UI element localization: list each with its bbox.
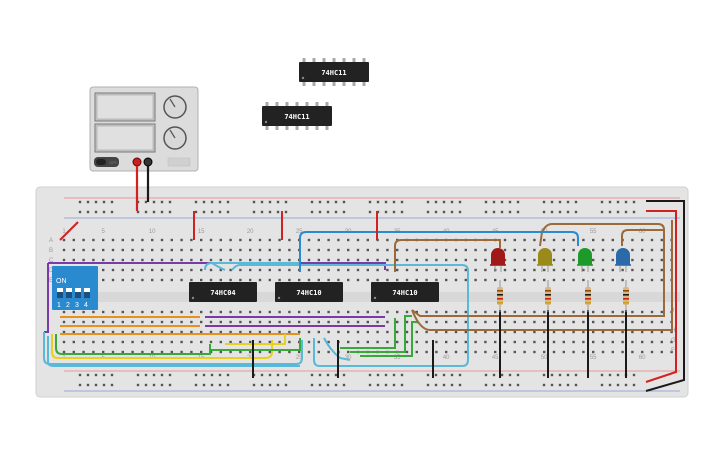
wires-purple bbox=[44, 262, 386, 333]
column-number: 20 bbox=[247, 229, 254, 235]
row-letter-a: A bbox=[49, 238, 53, 244]
wires-rail-jumpers bbox=[59, 200, 685, 392]
column-number: 60 bbox=[639, 355, 646, 361]
column-number: 55 bbox=[590, 355, 597, 361]
power-switch-label: OFF bbox=[109, 160, 118, 165]
chip-74hc04[interactable]: 74HC04 bbox=[189, 282, 257, 302]
power-supply[interactable]: OFF bbox=[89, 86, 199, 172]
dip-toggle-1[interactable] bbox=[57, 288, 63, 298]
resistor-2[interactable] bbox=[545, 280, 551, 312]
wires-brown bbox=[394, 220, 673, 331]
dip-number-2: 2 bbox=[66, 302, 70, 309]
row-letter-c: C bbox=[49, 258, 54, 264]
column-number: 25 bbox=[296, 355, 303, 361]
chip-label: 74HC10 bbox=[296, 289, 321, 297]
column-number: 35 bbox=[394, 355, 401, 361]
dip-toggle-4[interactable] bbox=[84, 288, 90, 298]
column-number: 60 bbox=[639, 229, 646, 235]
wires-blue bbox=[299, 231, 579, 272]
led-4[interactable] bbox=[615, 248, 631, 272]
wires-green bbox=[55, 315, 418, 357]
column-number: 40 bbox=[443, 355, 450, 361]
resistor-1[interactable] bbox=[497, 280, 503, 312]
led-3[interactable] bbox=[577, 248, 593, 272]
column-number: 15 bbox=[198, 229, 205, 235]
column-number: 30 bbox=[345, 355, 352, 361]
dip-switch[interactable]: ON 1 2 3 4 bbox=[52, 266, 98, 310]
row-letter-g: G bbox=[671, 338, 676, 344]
resistor-3[interactable] bbox=[585, 280, 591, 312]
chip-label: 74HC11 bbox=[321, 69, 346, 77]
chip-74hc11-loose-2[interactable]: 74HC11 bbox=[262, 102, 332, 130]
brand-badge bbox=[167, 157, 191, 167]
column-number: 5 bbox=[102, 229, 106, 235]
leds bbox=[490, 248, 631, 272]
breadboard-holes bbox=[62, 200, 673, 387]
chip-label: 74HC11 bbox=[284, 113, 309, 121]
column-number: 55 bbox=[590, 229, 597, 235]
dip-switch-label: ON bbox=[56, 278, 67, 285]
row-letter-e: E bbox=[49, 278, 53, 284]
led-1[interactable] bbox=[490, 248, 506, 272]
column-number: 50 bbox=[541, 355, 548, 361]
column-number: 25 bbox=[296, 229, 303, 235]
negative-terminal[interactable] bbox=[143, 157, 153, 167]
dip-toggle-3[interactable] bbox=[75, 288, 81, 298]
led-2[interactable] bbox=[537, 248, 553, 272]
row-letter-f: F bbox=[671, 348, 675, 354]
wires-cyan bbox=[43, 262, 469, 367]
dip-number-3: 3 bbox=[75, 302, 79, 309]
resistors bbox=[497, 280, 629, 312]
positive-terminal[interactable] bbox=[132, 157, 142, 167]
column-number: 1 bbox=[62, 229, 66, 235]
dip-number-1: 1 bbox=[57, 302, 61, 309]
row-letter-b: B bbox=[49, 248, 53, 254]
wires-orange bbox=[60, 316, 300, 335]
resistor-4[interactable] bbox=[623, 280, 629, 312]
column-number: 10 bbox=[149, 229, 156, 235]
chip-label: 74HC04 bbox=[210, 289, 235, 297]
row-letter-d: D bbox=[49, 268, 54, 274]
dip-toggle-2[interactable] bbox=[66, 288, 72, 298]
wires-yellow bbox=[51, 334, 286, 359]
column-number: 45 bbox=[492, 355, 499, 361]
chip-74hc10-2[interactable]: 74HC10 bbox=[371, 282, 439, 302]
chip-74hc10-1[interactable]: 74HC10 bbox=[275, 282, 343, 302]
chip-label: 74HC10 bbox=[392, 289, 417, 297]
row-letter-h: H bbox=[671, 328, 675, 334]
dip-number-4: 4 bbox=[84, 302, 88, 309]
chip-74hc11-loose-1[interactable]: 74HC11 bbox=[299, 58, 369, 86]
